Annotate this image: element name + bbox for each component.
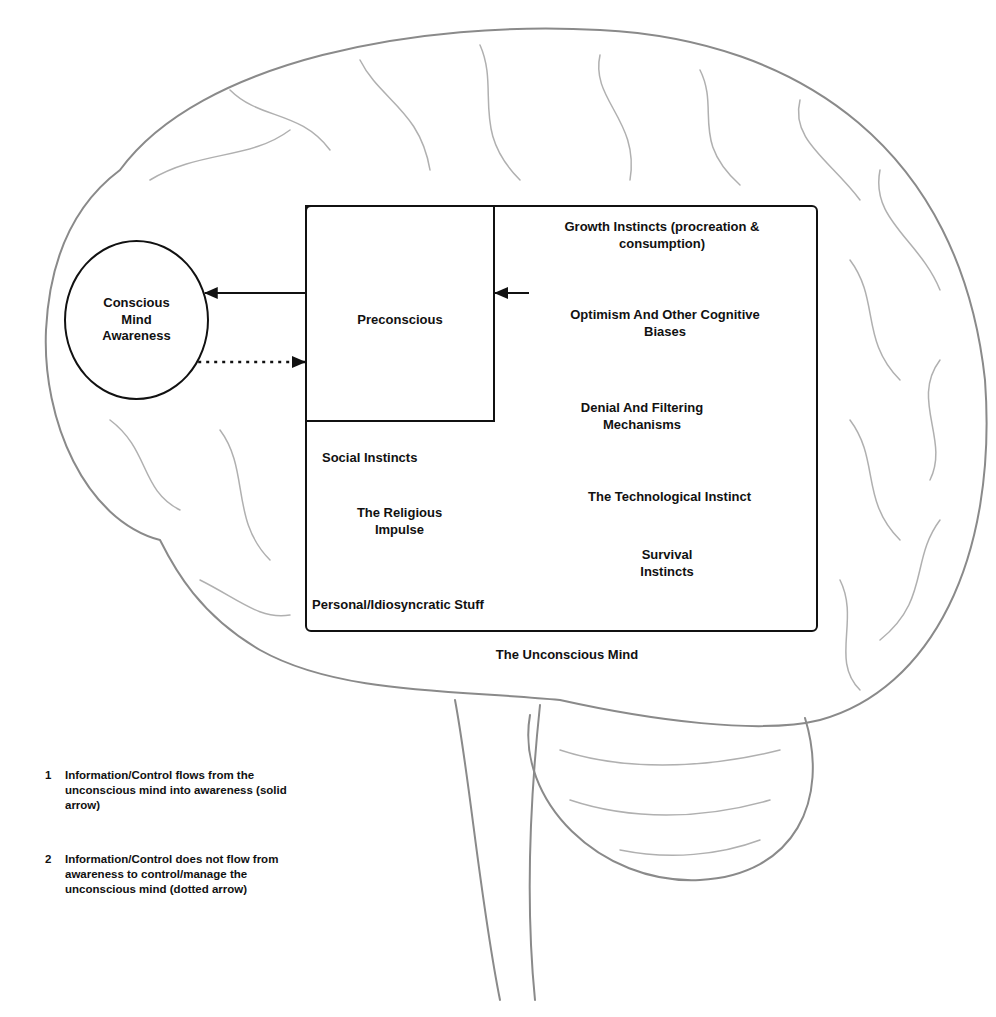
brainstem-outline bbox=[455, 700, 540, 1000]
region-label: The Technological Instinct bbox=[527, 489, 812, 506]
solid-arrow bbox=[205, 292, 305, 294]
region-label: Social Instincts bbox=[322, 450, 482, 467]
box-title: The Unconscious Mind bbox=[417, 647, 717, 664]
callout-number: 2 bbox=[45, 852, 61, 867]
note-text: Information/Control does not flow from a… bbox=[65, 852, 300, 897]
unconscious-box: Growth Instincts (procreation & consumpt… bbox=[305, 205, 818, 632]
solid-arrow bbox=[495, 292, 529, 294]
box-label: Preconscious bbox=[317, 312, 483, 329]
cerebellum-outline bbox=[528, 715, 813, 880]
dotted-arrow bbox=[198, 361, 305, 364]
cerebrum-outline bbox=[46, 29, 987, 727]
note-text: Information/Control flows from the uncon… bbox=[65, 768, 300, 813]
preconscious-box: Preconscious bbox=[305, 205, 495, 422]
region-label: Growth Instincts (procreation & consumpt… bbox=[537, 219, 787, 253]
region-label: Survival Instincts bbox=[617, 547, 717, 581]
region-label: Optimism And Other Cognitive Biases bbox=[555, 307, 775, 341]
region-label: The Religious Impulse bbox=[342, 505, 457, 539]
region-label: Denial And Filtering Mechanisms bbox=[552, 400, 732, 434]
circle-label: Conscious Mind Awareness bbox=[89, 295, 184, 346]
awareness-circle: Conscious Mind Awareness bbox=[64, 240, 209, 400]
callout-number: 1 bbox=[45, 768, 61, 783]
region-label: Personal/Idiosyncratic Stuff bbox=[312, 597, 572, 614]
brain-folds bbox=[110, 45, 940, 855]
